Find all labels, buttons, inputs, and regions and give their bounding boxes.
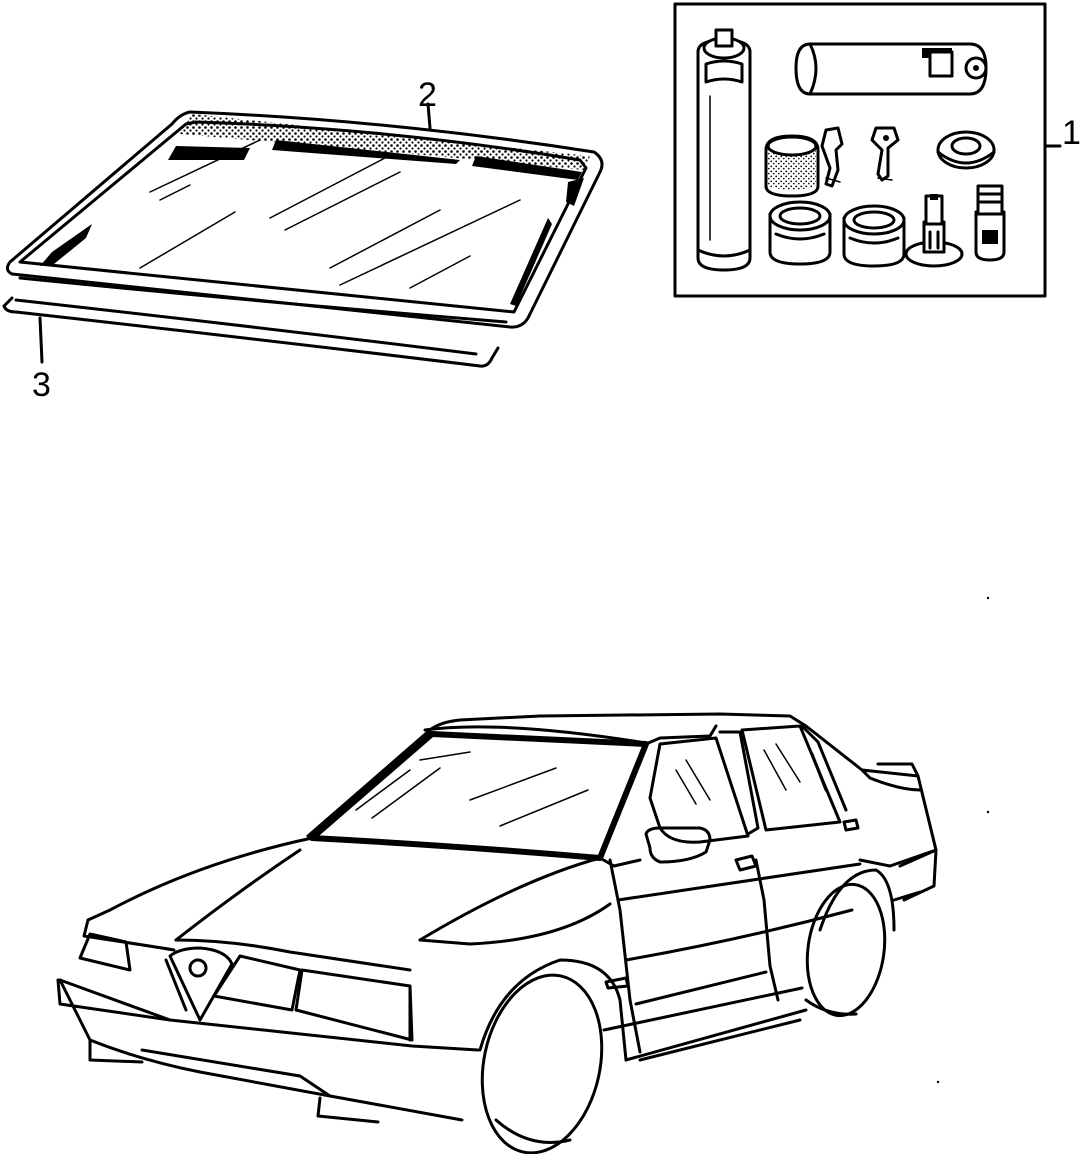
sponge-applicator-icon xyxy=(764,134,820,198)
callout-1: 1 xyxy=(1062,114,1080,152)
callout-3: 3 xyxy=(32,366,51,404)
sedan-car-icon xyxy=(56,712,938,1154)
scan-dot xyxy=(936,1080,940,1084)
primer-cartridge-icon xyxy=(794,42,988,96)
leader-line-3 xyxy=(38,316,44,364)
windscreen-seal-icon xyxy=(2,296,500,368)
adhesive-tube-icon xyxy=(696,28,752,272)
mixing-cup-icon xyxy=(768,200,832,266)
nozzle-icon xyxy=(904,194,964,268)
activator-bottle-icon xyxy=(974,184,1006,262)
windscreen-glass-icon xyxy=(5,110,604,329)
scan-dot xyxy=(986,810,990,814)
leader-line-2 xyxy=(426,102,432,130)
retaining-clip-icon xyxy=(820,126,900,188)
callout-2: 2 xyxy=(418,76,437,114)
ring-seal-icon xyxy=(936,130,996,170)
mixing-cup-icon-2 xyxy=(842,204,906,268)
repair-kit-icon xyxy=(673,2,1047,298)
scan-dot xyxy=(986,596,990,600)
